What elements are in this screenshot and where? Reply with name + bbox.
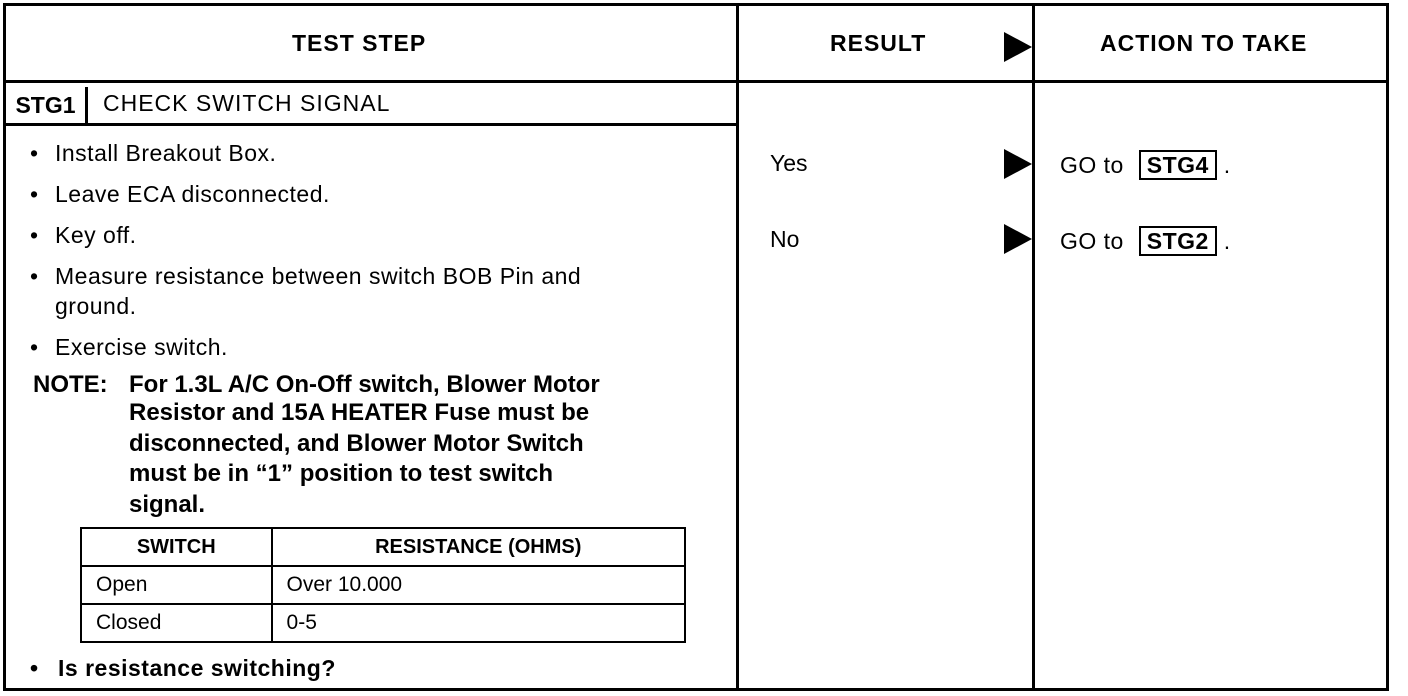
note-line: disconnected, and Blower Motor Switch [129,430,584,457]
table-frame [3,3,1389,691]
result-no: No [770,226,800,252]
step-text: Exercise switch. [55,334,228,360]
action-period: . [1223,228,1231,254]
step-text: Install Breakout Box. [55,140,277,166]
action-text: GO to [1060,228,1124,254]
action-text: GO to [1060,152,1124,178]
table-row: Closed 0-5 [80,603,687,643]
column-divider-action [1032,3,1035,691]
header-divider [3,80,1389,83]
step-text: Measure resistance between switch BOB Pi… [55,263,582,289]
bullet: • [30,222,39,248]
arrow-right-icon [1004,224,1032,254]
result-yes: Yes [770,150,808,176]
stage-title: CHECK SWITCH SIGNAL [103,90,391,116]
bullet: • [30,655,39,681]
question-text: Is resistance switching? [58,655,336,681]
stage-reference: STG2 [1138,226,1217,256]
table-cell: 0-5 [270,603,687,643]
stage-divider [6,123,738,126]
bullet: • [30,181,39,207]
note-line: For 1.3L A/C On-Off switch, Blower Motor [129,371,600,398]
bullet: • [30,140,39,166]
table-header-row: SWITCH RESISTANCE (OHMS) [80,527,687,567]
step-text: ground. [55,293,137,319]
header-result: RESULT [830,30,927,56]
table-cell: Closed [80,603,273,643]
bullet: • [30,263,39,289]
final-question: • Is resistance switching? [30,655,335,682]
action-period: . [1223,152,1231,178]
column-header: SWITCH [80,527,273,567]
step-text: Leave ECA disconnected. [55,181,330,207]
header-test-step: TEST STEP [292,30,427,56]
action-no: GO to STG2 . [1060,226,1231,256]
arrow-right-icon [1004,32,1032,62]
stage-label: STG1 [6,87,88,123]
table-cell: Open [80,565,273,605]
note-line: signal. [129,491,206,518]
table-cell: Over 10.000 [270,565,687,605]
column-header: RESISTANCE (OHMS) [270,527,687,567]
note-line: Resistor and 15A HEATER Fuse must be [129,399,590,426]
stage-reference: STG4 [1138,150,1217,180]
arrow-right-icon [1004,149,1032,179]
step-text: Key off. [55,222,137,248]
resistance-table: SWITCH RESISTANCE (OHMS) Open Over 10.00… [80,527,687,643]
action-yes: GO to STG4 . [1060,150,1231,180]
column-divider-result [736,3,739,691]
note-label: NOTE: [33,371,108,398]
bullet: • [30,334,39,360]
table-row: Open Over 10.000 [80,565,687,605]
header-action: ACTION TO TAKE [1100,30,1308,56]
note-line: must be in “1” position to test switch [129,460,554,487]
